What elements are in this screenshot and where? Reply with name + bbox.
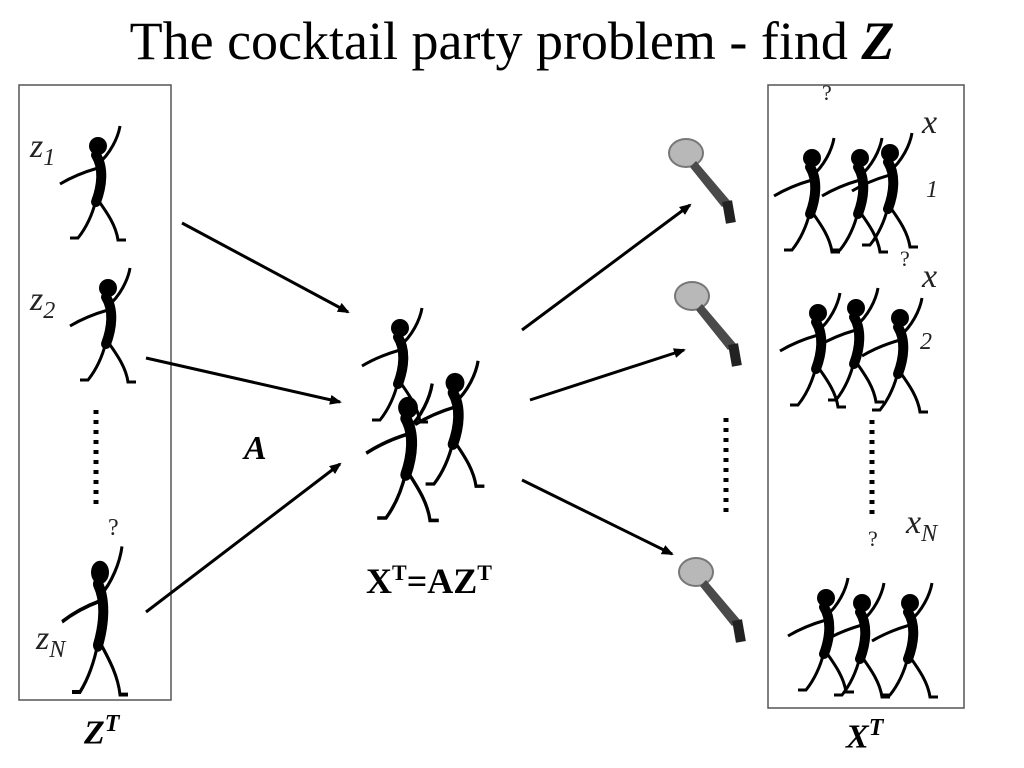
arrow-mix-to-mic-1: [521, 203, 692, 332]
label-z1: z1: [30, 128, 56, 171]
slide-title: The cocktail party problem - find Z: [129, 11, 895, 71]
sources-box: [18, 84, 172, 701]
mixing-equation: XT=AZT: [366, 560, 492, 601]
label-x1-index: 1: [926, 177, 938, 203]
label-x2-index: 2: [920, 329, 932, 355]
microphone-n-icon: [678, 557, 747, 644]
label-xn: xN: [906, 504, 938, 547]
source-dancer-1-icon: [60, 126, 126, 240]
arrow-z2-to-mix: [145, 356, 342, 405]
source-dancer-n-icon: [62, 546, 128, 694]
label-x1: x: [922, 104, 938, 141]
label-x-transpose: XT: [846, 715, 884, 756]
arrow-mix-to-mic-n: [521, 478, 674, 556]
label-z2: z2: [30, 281, 56, 324]
observations-box: [767, 84, 965, 709]
question-mark-x2: ?: [900, 246, 910, 271]
microphone-2-icon: [674, 281, 743, 368]
question-mark-x1: ?: [822, 80, 832, 105]
microphone-1-icon: [668, 138, 737, 225]
label-z-transpose: ZT: [84, 711, 120, 752]
label-zn: zN: [36, 620, 66, 663]
mixed-crowd-icon: [362, 308, 484, 520]
observed-crowd-1-icon: [774, 133, 918, 252]
arrow-zn-to-mix: [145, 462, 342, 614]
label-x2: x: [922, 258, 938, 295]
source-dancer-2-icon: [70, 268, 136, 382]
observed-crowd-2-icon: [780, 288, 928, 412]
label-mixing-matrix: A: [244, 430, 267, 467]
question-mark-zn: ?: [108, 515, 119, 541]
question-mark-xn: ?: [868, 526, 878, 551]
arrow-mix-to-mic-2: [529, 348, 686, 402]
arrow-z1-to-mix: [181, 221, 350, 314]
observed-crowd-n-icon: [788, 578, 938, 697]
